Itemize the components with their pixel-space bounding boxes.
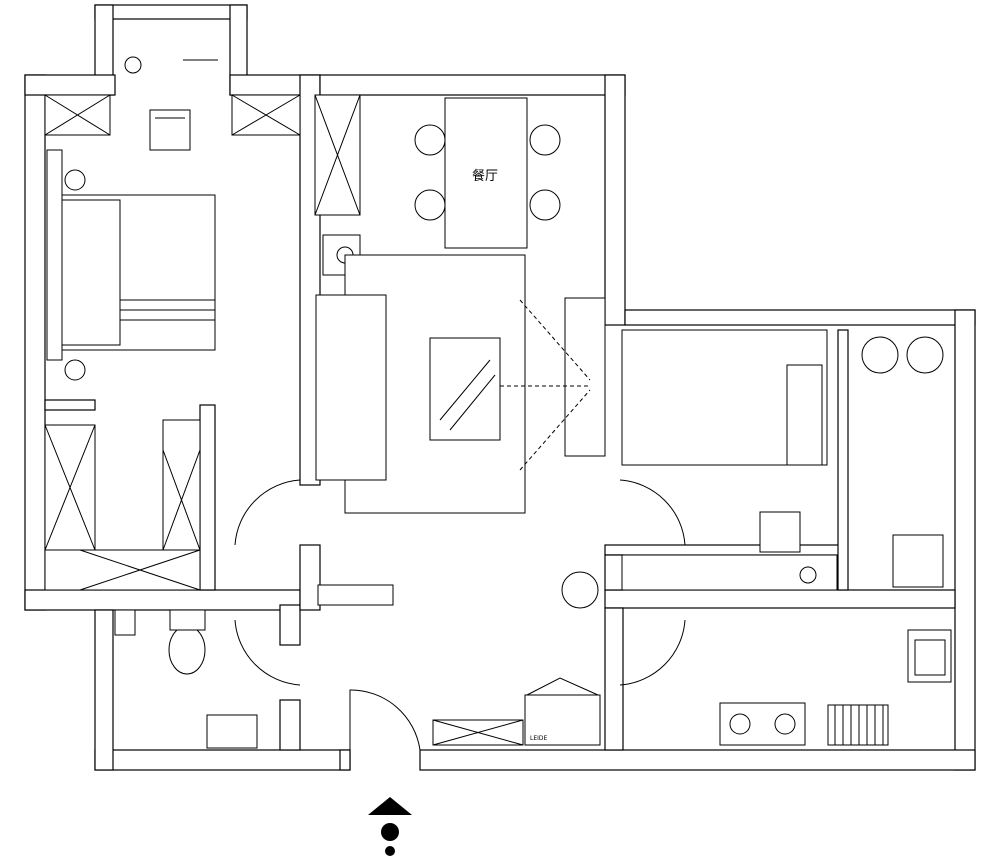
dining-table [444,97,528,249]
second-bedroom [621,329,838,591]
entrance-arrow-icon [368,797,412,856]
doors [234,479,686,751]
dining-label: 餐厅 [472,168,498,184]
living-room [315,254,606,606]
fridge-label: LEIDE [530,735,548,742]
kitchen [719,629,952,746]
walls [24,4,976,771]
sofa [315,294,387,481]
dining-room: 餐厅 [314,94,561,276]
coffee-table [429,337,501,441]
entry: LEIDE [432,677,601,746]
bathroom [114,609,258,749]
fridge [524,694,601,746]
master-bedroom [44,56,301,591]
balcony-right [561,336,944,609]
tv-cabinet [564,297,606,457]
